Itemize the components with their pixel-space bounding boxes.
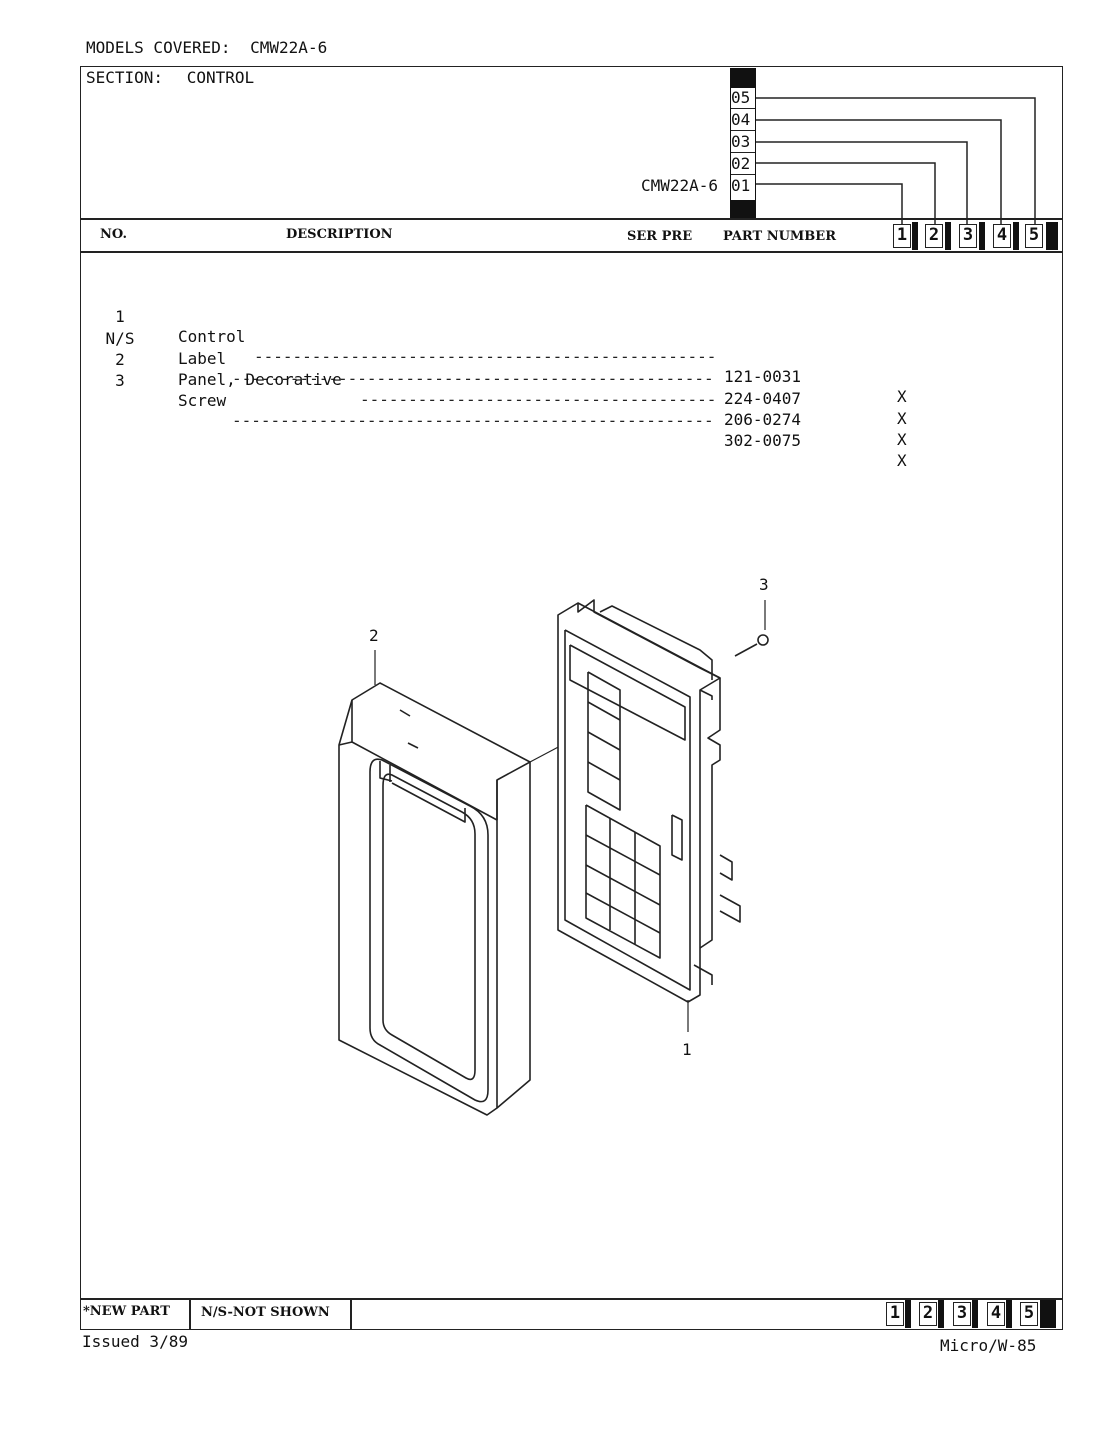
models-covered-value: CMW22A-6 bbox=[250, 38, 328, 57]
prefix-01: 01 bbox=[731, 176, 751, 195]
part-number: 206-0274 bbox=[724, 410, 802, 429]
callout-3: 3 bbox=[759, 575, 769, 594]
prefix-04: 04 bbox=[731, 111, 755, 131]
issued-date: Issued 3/89 bbox=[82, 1332, 188, 1351]
part-mark: X bbox=[897, 387, 907, 406]
part-description: Label bbox=[178, 349, 227, 368]
prefix-05: 05 bbox=[731, 89, 755, 109]
part-no: 1 bbox=[115, 307, 125, 326]
part-no: 2 bbox=[115, 350, 125, 369]
page-frame bbox=[80, 66, 1063, 1330]
exploded-diagram bbox=[338, 599, 769, 1116]
screw-drawing bbox=[734, 634, 769, 657]
prefix-03: 03 bbox=[731, 133, 755, 153]
model-row-label: CMW22A-6 bbox=[641, 176, 719, 195]
list-item: 3 Screw --------------------------------… bbox=[0, 351, 1100, 491]
leader-dashes: ----------------------------------------… bbox=[232, 411, 714, 430]
footer-model-2: 2 bbox=[919, 1302, 937, 1326]
legend-new-part: *NEW PART bbox=[83, 1304, 170, 1319]
models-covered-label: MODELS COVERED: bbox=[86, 38, 231, 57]
part-description: Screw bbox=[178, 391, 227, 410]
footer-rule bbox=[80, 1298, 1063, 1300]
list-item: 2 Panel, Decorative --------------------… bbox=[0, 330, 1100, 470]
section-value: CONTROL bbox=[186, 68, 255, 87]
part-description: Panel, Decorative bbox=[178, 370, 342, 389]
decorative-panel-drawing bbox=[338, 682, 531, 1116]
footer-model-5: 5 bbox=[1020, 1302, 1038, 1326]
section-heading: SECTION: CONTROL bbox=[86, 68, 254, 87]
prefix-stack: 05 04 03 02 01 bbox=[731, 88, 755, 200]
models-covered: MODELS COVERED: CMW22A-6 bbox=[86, 38, 327, 57]
prefix-connectors bbox=[756, 97, 1036, 224]
leader-dashes: ----------------------------------------… bbox=[232, 369, 714, 388]
part-no: N/S bbox=[105, 329, 135, 348]
footer-model-1: 1 bbox=[886, 1302, 904, 1326]
part-number: 302-0075 bbox=[724, 431, 802, 450]
list-item: N/S Label ------------------------------… bbox=[0, 309, 1100, 449]
callout-2: 2 bbox=[369, 626, 379, 645]
page-reference: Micro/W-85 bbox=[940, 1336, 1037, 1355]
part-mark: X bbox=[897, 430, 907, 449]
part-description: Control bbox=[178, 327, 246, 346]
part-no: 3 bbox=[115, 371, 125, 390]
model-col-5: 5 bbox=[1025, 224, 1043, 248]
section-label: SECTION: bbox=[86, 68, 164, 87]
col-no: NO. bbox=[100, 227, 127, 242]
leader-dashes: ----------------------------------------… bbox=[254, 347, 714, 366]
model-col-1: 1 bbox=[893, 224, 911, 248]
legend-not-shown: N/S-NOT SHOWN bbox=[201, 1305, 330, 1320]
control-board-drawing bbox=[557, 599, 741, 1003]
footer-model-4: 4 bbox=[987, 1302, 1005, 1326]
part-mark: X bbox=[897, 451, 907, 470]
footer-divider-1 bbox=[189, 1298, 191, 1330]
footer-divider-2 bbox=[350, 1298, 352, 1330]
model-col-3: 3 bbox=[959, 224, 977, 248]
model-col-4: 4 bbox=[993, 224, 1011, 248]
part-mark: X bbox=[897, 409, 907, 428]
model-col-2: 2 bbox=[925, 224, 943, 248]
prefix-02: 02 bbox=[731, 155, 755, 175]
col-description: DESCRIPTION bbox=[286, 227, 393, 242]
header-rule-top bbox=[80, 218, 1063, 220]
leader-dashes: ------------------------------------- bbox=[360, 390, 714, 409]
part-number: 224-0407 bbox=[724, 389, 802, 408]
col-ser-pre: SER PRE bbox=[627, 229, 693, 244]
header-rule-bottom bbox=[80, 251, 1063, 253]
footer-model-3: 3 bbox=[953, 1302, 971, 1326]
callout-1: 1 bbox=[682, 1040, 692, 1059]
list-item: 1 Control ------------------------------… bbox=[0, 287, 1100, 427]
part-number: 121-0031 bbox=[724, 367, 802, 386]
col-part-number: PART NUMBER bbox=[723, 229, 837, 244]
